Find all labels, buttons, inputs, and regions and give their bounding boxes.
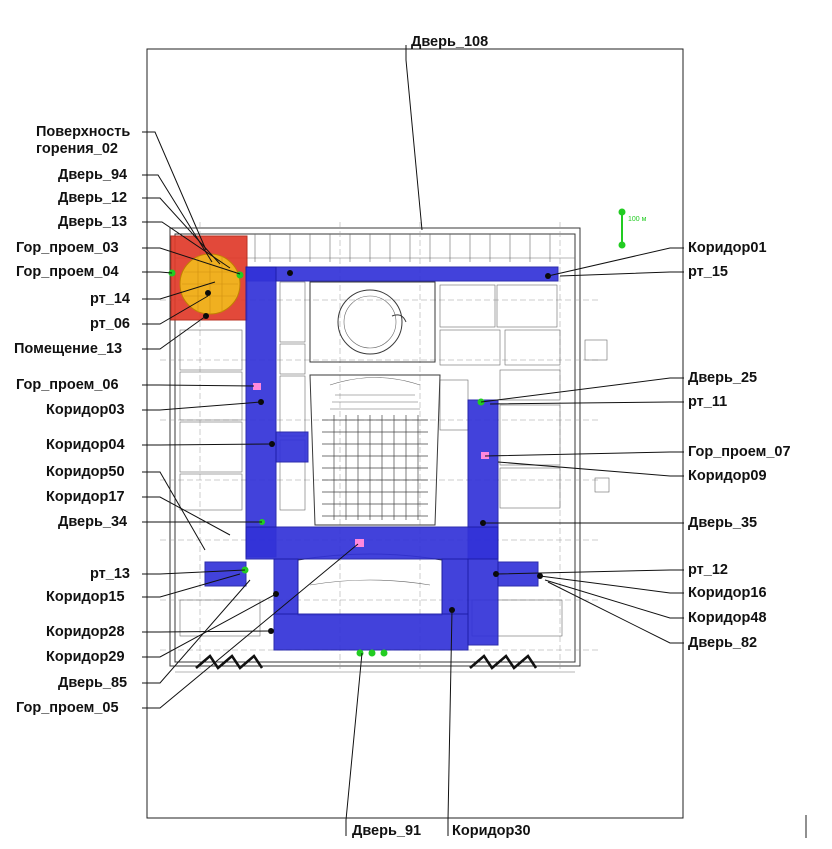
label-corridor-09: Коридор09 <box>688 468 767 484</box>
label-corridor-50: Коридор50 <box>46 464 125 480</box>
right-labels: Коридор01 рт_15 Дверь_25 рт_11 Гор_проем… <box>688 240 791 651</box>
label-door-12: Дверь_12 <box>58 190 127 206</box>
label-rt-06: рт_06 <box>90 316 130 332</box>
label-door-34: Дверь_34 <box>58 514 127 530</box>
label-opening-07: Гор_проем_07 <box>688 444 791 460</box>
label-door-35: Дверь_35 <box>688 515 757 531</box>
label-rt-14: рт_14 <box>90 291 130 307</box>
label-opening-03: Гор_проем_03 <box>16 240 119 256</box>
door-marker <box>368 649 376 657</box>
corridor-network <box>204 266 559 651</box>
label-corridor-16: Коридор16 <box>688 585 767 601</box>
label-corridor-04: Коридор04 <box>46 437 125 453</box>
left-labels: Поверхность горения_02 Дверь_94 Дверь_12… <box>14 124 130 716</box>
door-marker <box>380 649 388 657</box>
fire-room <box>170 235 248 321</box>
label-corridor-29: Коридор29 <box>46 649 125 665</box>
label-corridor-01: Коридор01 <box>688 240 767 256</box>
label-room-13: Помещение_13 <box>14 341 122 357</box>
label-door-25: Дверь_25 <box>688 370 757 386</box>
label-door-94: Дверь_94 <box>58 167 127 183</box>
label-opening-05: Гор_проем_05 <box>16 700 119 716</box>
label-opening-04: Гор_проем_04 <box>16 264 119 280</box>
label-corridor-28: Коридор28 <box>46 624 125 640</box>
label-rt-11: рт_11 <box>688 394 727 410</box>
label-door-82: Дверь_82 <box>688 635 757 651</box>
entrance-canopy <box>195 654 538 670</box>
label-opening-06: Гор_проем_06 <box>16 377 119 393</box>
scale-bar: 100 м <box>618 208 647 249</box>
opening-marker <box>355 539 364 547</box>
corridor-04 <box>275 431 309 463</box>
label-door-85: Дверь_85 <box>58 675 127 691</box>
label-corridor-30: Коридор30 <box>452 823 531 839</box>
auditorium <box>309 374 441 526</box>
leader-lines <box>142 45 684 836</box>
label-surface-line1: Поверхность <box>36 124 130 140</box>
label-rt-15: рт_15 <box>688 264 728 280</box>
label-corridor-03: Коридор03 <box>46 402 125 418</box>
label-rt-12: рт_12 <box>688 562 728 578</box>
label-door-13: Дверь_13 <box>58 214 127 230</box>
door-marker <box>356 649 364 657</box>
label-corridor-15: Коридор15 <box>46 589 125 605</box>
corridor-lower-left <box>273 558 299 615</box>
corridor-03 <box>245 266 277 558</box>
label-corridor-48: Коридор48 <box>688 610 767 626</box>
corridor-lower-right <box>441 558 469 615</box>
corridor-30 <box>273 613 469 651</box>
scale-label: 100 м <box>628 216 647 223</box>
corridor-28 <box>245 526 499 560</box>
label-rt-13: рт_13 <box>90 566 130 582</box>
label-corridor-17: Коридор17 <box>46 489 125 505</box>
label-door-108: Дверь_108 <box>411 34 488 50</box>
drawing-frame <box>146 48 684 819</box>
door-marker <box>236 271 244 279</box>
label-surface-line2: горения_02 <box>36 141 118 157</box>
opening-marker <box>253 383 261 390</box>
label-door-91: Дверь_91 <box>352 823 421 839</box>
